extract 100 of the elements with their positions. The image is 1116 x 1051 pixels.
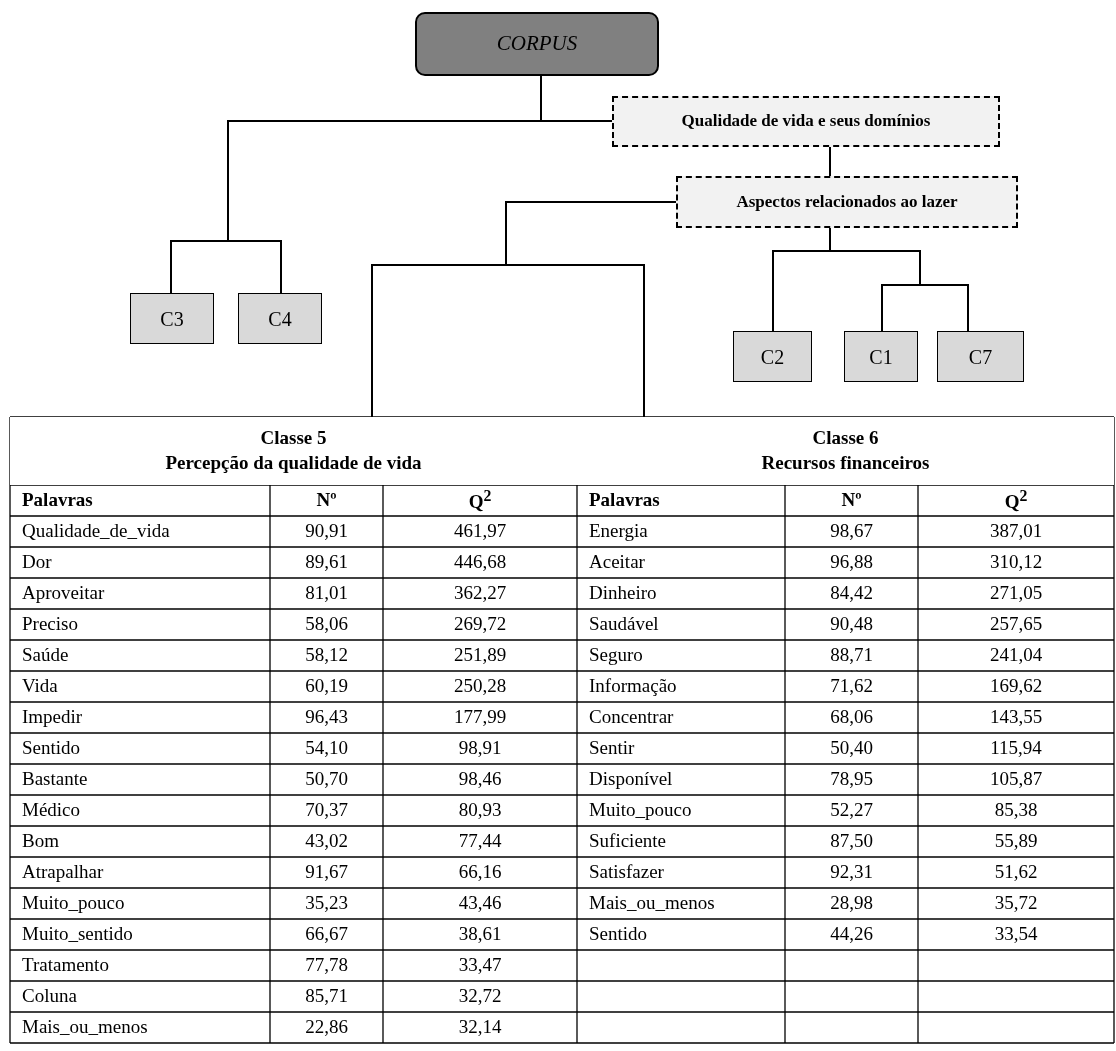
value-text: 44,26 [830,924,873,945]
node-subtitle: Recursos financeiros [761,451,930,475]
word-text: Aceitar [589,552,645,573]
word-text: Muito_sentido [22,924,133,945]
class-box [937,331,1024,382]
value-text: 257,65 [989,614,1043,635]
value-text: 60,19 [305,676,348,697]
word-text: Coluna [22,986,77,1007]
value-text: 85,71 [305,986,348,1007]
connector-line [540,75,613,122]
word-text: Satisfazer [589,862,664,883]
topic-box [612,96,1000,147]
word-text: Informação [589,676,677,697]
node-title: C3 [160,306,184,332]
value-text: 87,50 [830,831,873,852]
word-text: Sentido [22,738,81,759]
value-text: 85,38 [994,800,1038,821]
word-text: Médico [22,800,81,821]
word-text: Saudável [589,614,659,635]
column-header: Q$^{2}$ [1004,487,1028,514]
value-text: 33,54 [994,924,1038,945]
node-title: C4 [268,306,292,332]
word-text: Seguro [589,645,643,666]
value-text: 55,89 [994,831,1038,852]
value-text: 461,97 [453,521,507,542]
class-header [10,417,577,485]
value-text: 89,61 [305,552,348,573]
value-text: 98,91 [458,738,502,759]
value-text: 58,06 [305,614,348,635]
word-text: Vida [22,676,58,697]
value-text: 88,71 [830,645,873,666]
value-text: 91,67 [305,862,348,883]
word-text: Tratamento [22,955,109,976]
value-text: 80,93 [458,800,502,821]
value-text: 66,16 [458,862,502,883]
word-text: Aproveitar [22,583,105,604]
value-text: 43,02 [305,831,348,852]
value-text: 98,67 [830,521,873,542]
column-header: Nº [316,490,337,511]
column-header: Q$^{2}$ [468,487,492,514]
class-header [577,417,1114,485]
value-text: 22,86 [305,1017,348,1038]
node-title: Classe 5 [260,426,327,451]
topic-box [676,176,1018,228]
node-title: Qualidade de vida e seus domínios [681,110,931,133]
value-text: 90,91 [305,521,348,542]
value-text: 58,12 [305,645,348,666]
value-text: 35,72 [994,893,1038,914]
word-text: Bastante [22,769,88,790]
word-text: Atrapalhar [22,862,104,883]
value-text: 50,70 [305,769,348,790]
word-text: Bom [22,831,59,852]
value-text: 52,27 [830,800,873,821]
value-text: 77,44 [458,831,502,852]
word-text: Saúde [22,645,69,666]
word-text: Qualidade_de_vida [22,521,170,542]
root-box [415,12,659,76]
node-title: C1 [869,344,893,370]
value-text: 98,46 [458,769,502,790]
node-title: Aspectos relacionados ao lazer [736,190,958,213]
value-text: 66,67 [305,924,348,945]
value-text: 32,14 [458,1017,502,1038]
value-text: 446,68 [453,552,507,573]
value-text: 54,10 [305,738,348,759]
word-text: Preciso [22,614,78,635]
node-subtitle: Percepção da qualidade de vida [165,451,422,475]
connector-line [829,146,831,177]
word-text: Impedir [22,707,83,728]
value-text: 68,06 [830,707,873,728]
value-text: 92,31 [830,862,873,883]
value-text: 84,42 [830,583,873,604]
node-title: CORPUS [496,30,578,58]
value-text: 70,37 [305,800,348,821]
value-text: 77,78 [305,955,348,976]
value-text: 177,99 [453,707,507,728]
value-text: 51,62 [994,862,1038,883]
word-text: Mais_ou_menos [589,893,715,914]
node-title: C2 [760,344,785,370]
value-text: 250,28 [453,676,507,697]
value-text: 90,48 [830,614,873,635]
value-text: 33,47 [458,955,502,976]
class-box [130,293,214,344]
value-text: 71,62 [830,676,873,697]
value-text: 50,40 [830,738,873,759]
word-text: Muito_pouco [22,893,125,914]
value-text: 387,01 [989,521,1043,542]
node-title: C7 [968,344,993,370]
column-header: Palavras [589,490,660,511]
word-text: Dor [22,552,52,573]
word-text: Concentrar [589,707,674,728]
node-title: Classe 6 [812,426,879,451]
column-header: Nº [841,490,862,511]
word-text: Dinheiro [589,583,657,604]
value-text: 251,89 [453,645,507,666]
class-box [844,331,918,382]
word-text: Disponível [589,769,673,790]
value-text: 96,43 [305,707,348,728]
value-text: 43,46 [458,893,502,914]
word-text: Sentido [589,924,648,945]
class-box [238,293,322,344]
